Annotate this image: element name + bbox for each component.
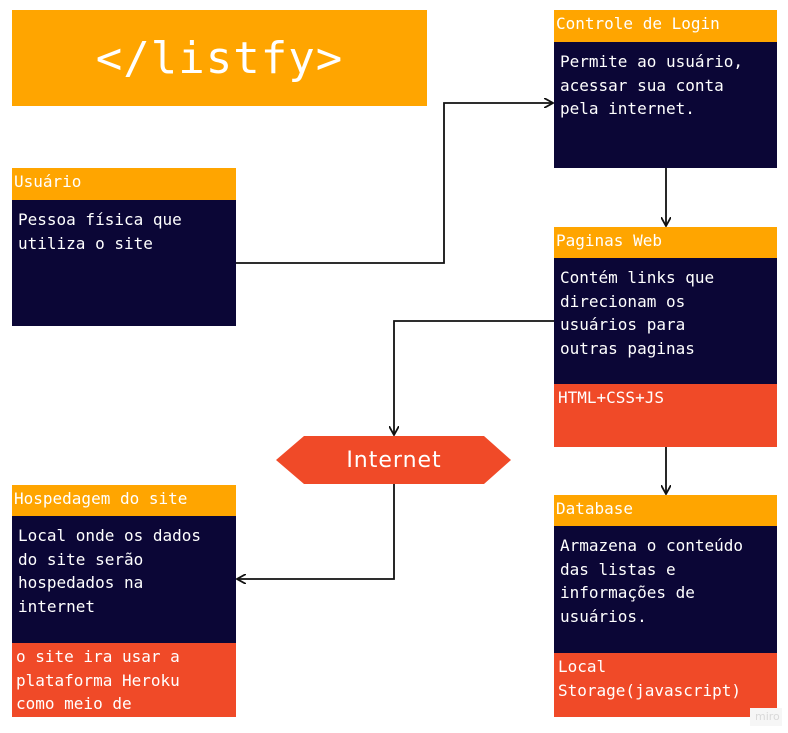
internet-label: Internet [346,447,442,473]
card-paginas-web[interactable]: Paginas Web Contém links que direcionam … [554,227,777,447]
card-usuario-title: Usuário [12,168,236,200]
internet-hexagon[interactable] [276,436,511,484]
card-database[interactable]: Database Armazena o conteúdo das listas … [554,495,777,717]
card-usuario-body: Pessoa física que utiliza o site [12,200,236,326]
logo-box: </listfy> [12,10,427,106]
card-usuario[interactable]: Usuário Pessoa física que utiliza o site [12,168,236,326]
card-hospedagem-note: o site ira usar a plataforma Heroku como… [12,643,236,717]
card-hospedagem-title: Hospedagem do site [12,485,236,516]
card-database-note: Local Storage(javascript) [554,653,777,717]
card-controle-login-body: Permite ao usuário, acessar sua conta pe… [554,42,777,168]
card-controle-login[interactable]: Controle de Login Permite ao usuário, ac… [554,10,777,168]
card-hospedagem-body: Local onde os dados do site serão hosped… [12,516,236,643]
card-paginas-web-title: Paginas Web [554,227,777,258]
connector-usuario-login [236,103,552,264]
card-controle-login-title: Controle de Login [554,10,777,42]
card-hospedagem[interactable]: Hospedagem do site Local onde os dados d… [12,485,236,717]
connector-internet-hospedagem [238,484,395,579]
card-database-title: Database [554,495,777,526]
connector-paginas-internet [394,320,554,434]
card-paginas-web-body: Contém links que direcionam os usuários … [554,258,777,384]
card-paginas-web-note: HTML+CSS+JS [554,384,777,447]
logo-text: </listfy> [95,32,344,84]
card-database-body: Armazena o conteúdo das listas e informa… [554,526,777,653]
miro-watermark: miro [750,708,782,726]
